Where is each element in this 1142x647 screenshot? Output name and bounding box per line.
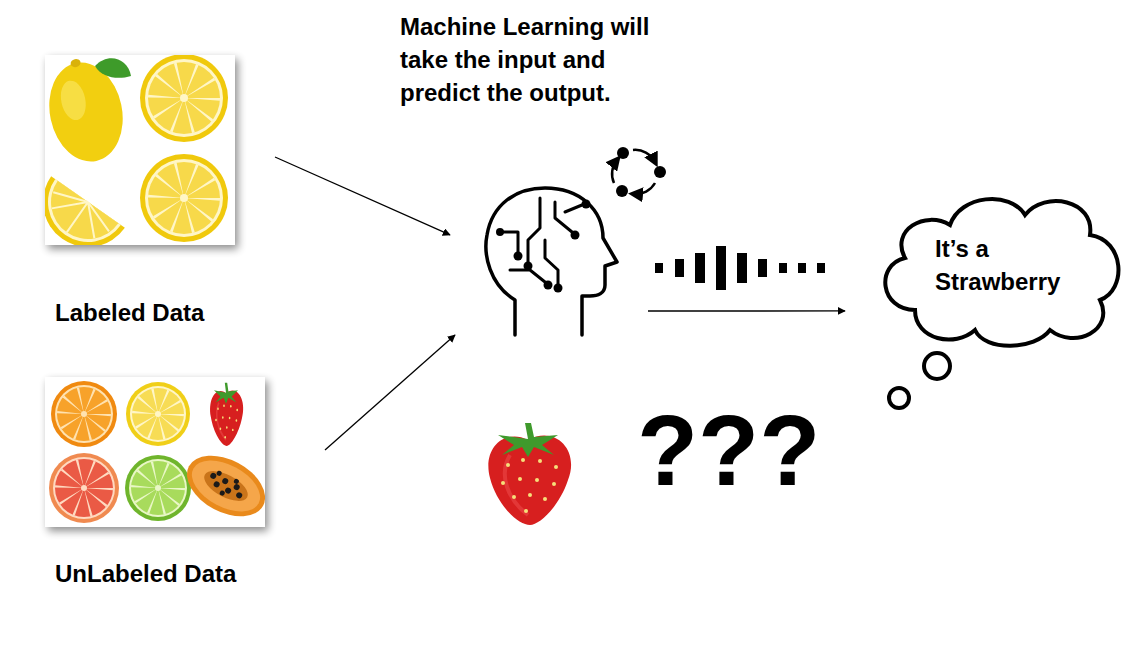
- question-marks: ???: [637, 400, 820, 500]
- flow-arrow: [325, 335, 455, 450]
- circuit-lines: [500, 198, 582, 284]
- cloud-shape: [885, 199, 1118, 346]
- whole-lemon: [45, 55, 132, 168]
- lemon-leaf: [95, 58, 131, 78]
- unlabeled-fruit-photo: [45, 377, 275, 529]
- grapefruit-slice: [49, 453, 119, 523]
- thought-bubbles: [889, 353, 950, 408]
- panel-caption: Labeled Data: [55, 296, 275, 329]
- papaya-half: [177, 443, 265, 527]
- flow-arrow: [648, 310, 845, 311]
- ai-head-icon: [486, 188, 617, 335]
- labeled-data-panel: Labeled Data: [45, 55, 235, 245]
- unlabeled-data-panel: UnLabeled Data: [45, 377, 265, 527]
- lemon-slice: [140, 154, 228, 242]
- strawberry: [210, 383, 243, 446]
- query-strawberry: [488, 423, 571, 525]
- lime-slice: [125, 455, 191, 521]
- ml-model-head: Machine Learning will take the input and…: [480, 185, 620, 335]
- head-outline: [486, 188, 617, 335]
- lemon-slice: [126, 382, 190, 446]
- signal-wave: [655, 246, 825, 290]
- cycle-icon: [612, 147, 666, 197]
- prediction-text: It’s a Strawberry: [935, 232, 1110, 298]
- lemon-slice: [140, 55, 228, 142]
- lemon-half-wedge: [45, 176, 125, 245]
- flow-arrow: [275, 157, 450, 235]
- circuit-nodes: [496, 200, 591, 293]
- model-caption: Machine Learning will take the input and…: [400, 10, 680, 109]
- orange-slice: [51, 381, 117, 447]
- prediction-cloud: It’s a Strawberry: [875, 190, 1125, 350]
- panel-caption: UnLabeled Data: [55, 557, 295, 590]
- labeled-lemon-photo: [25, 52, 235, 265]
